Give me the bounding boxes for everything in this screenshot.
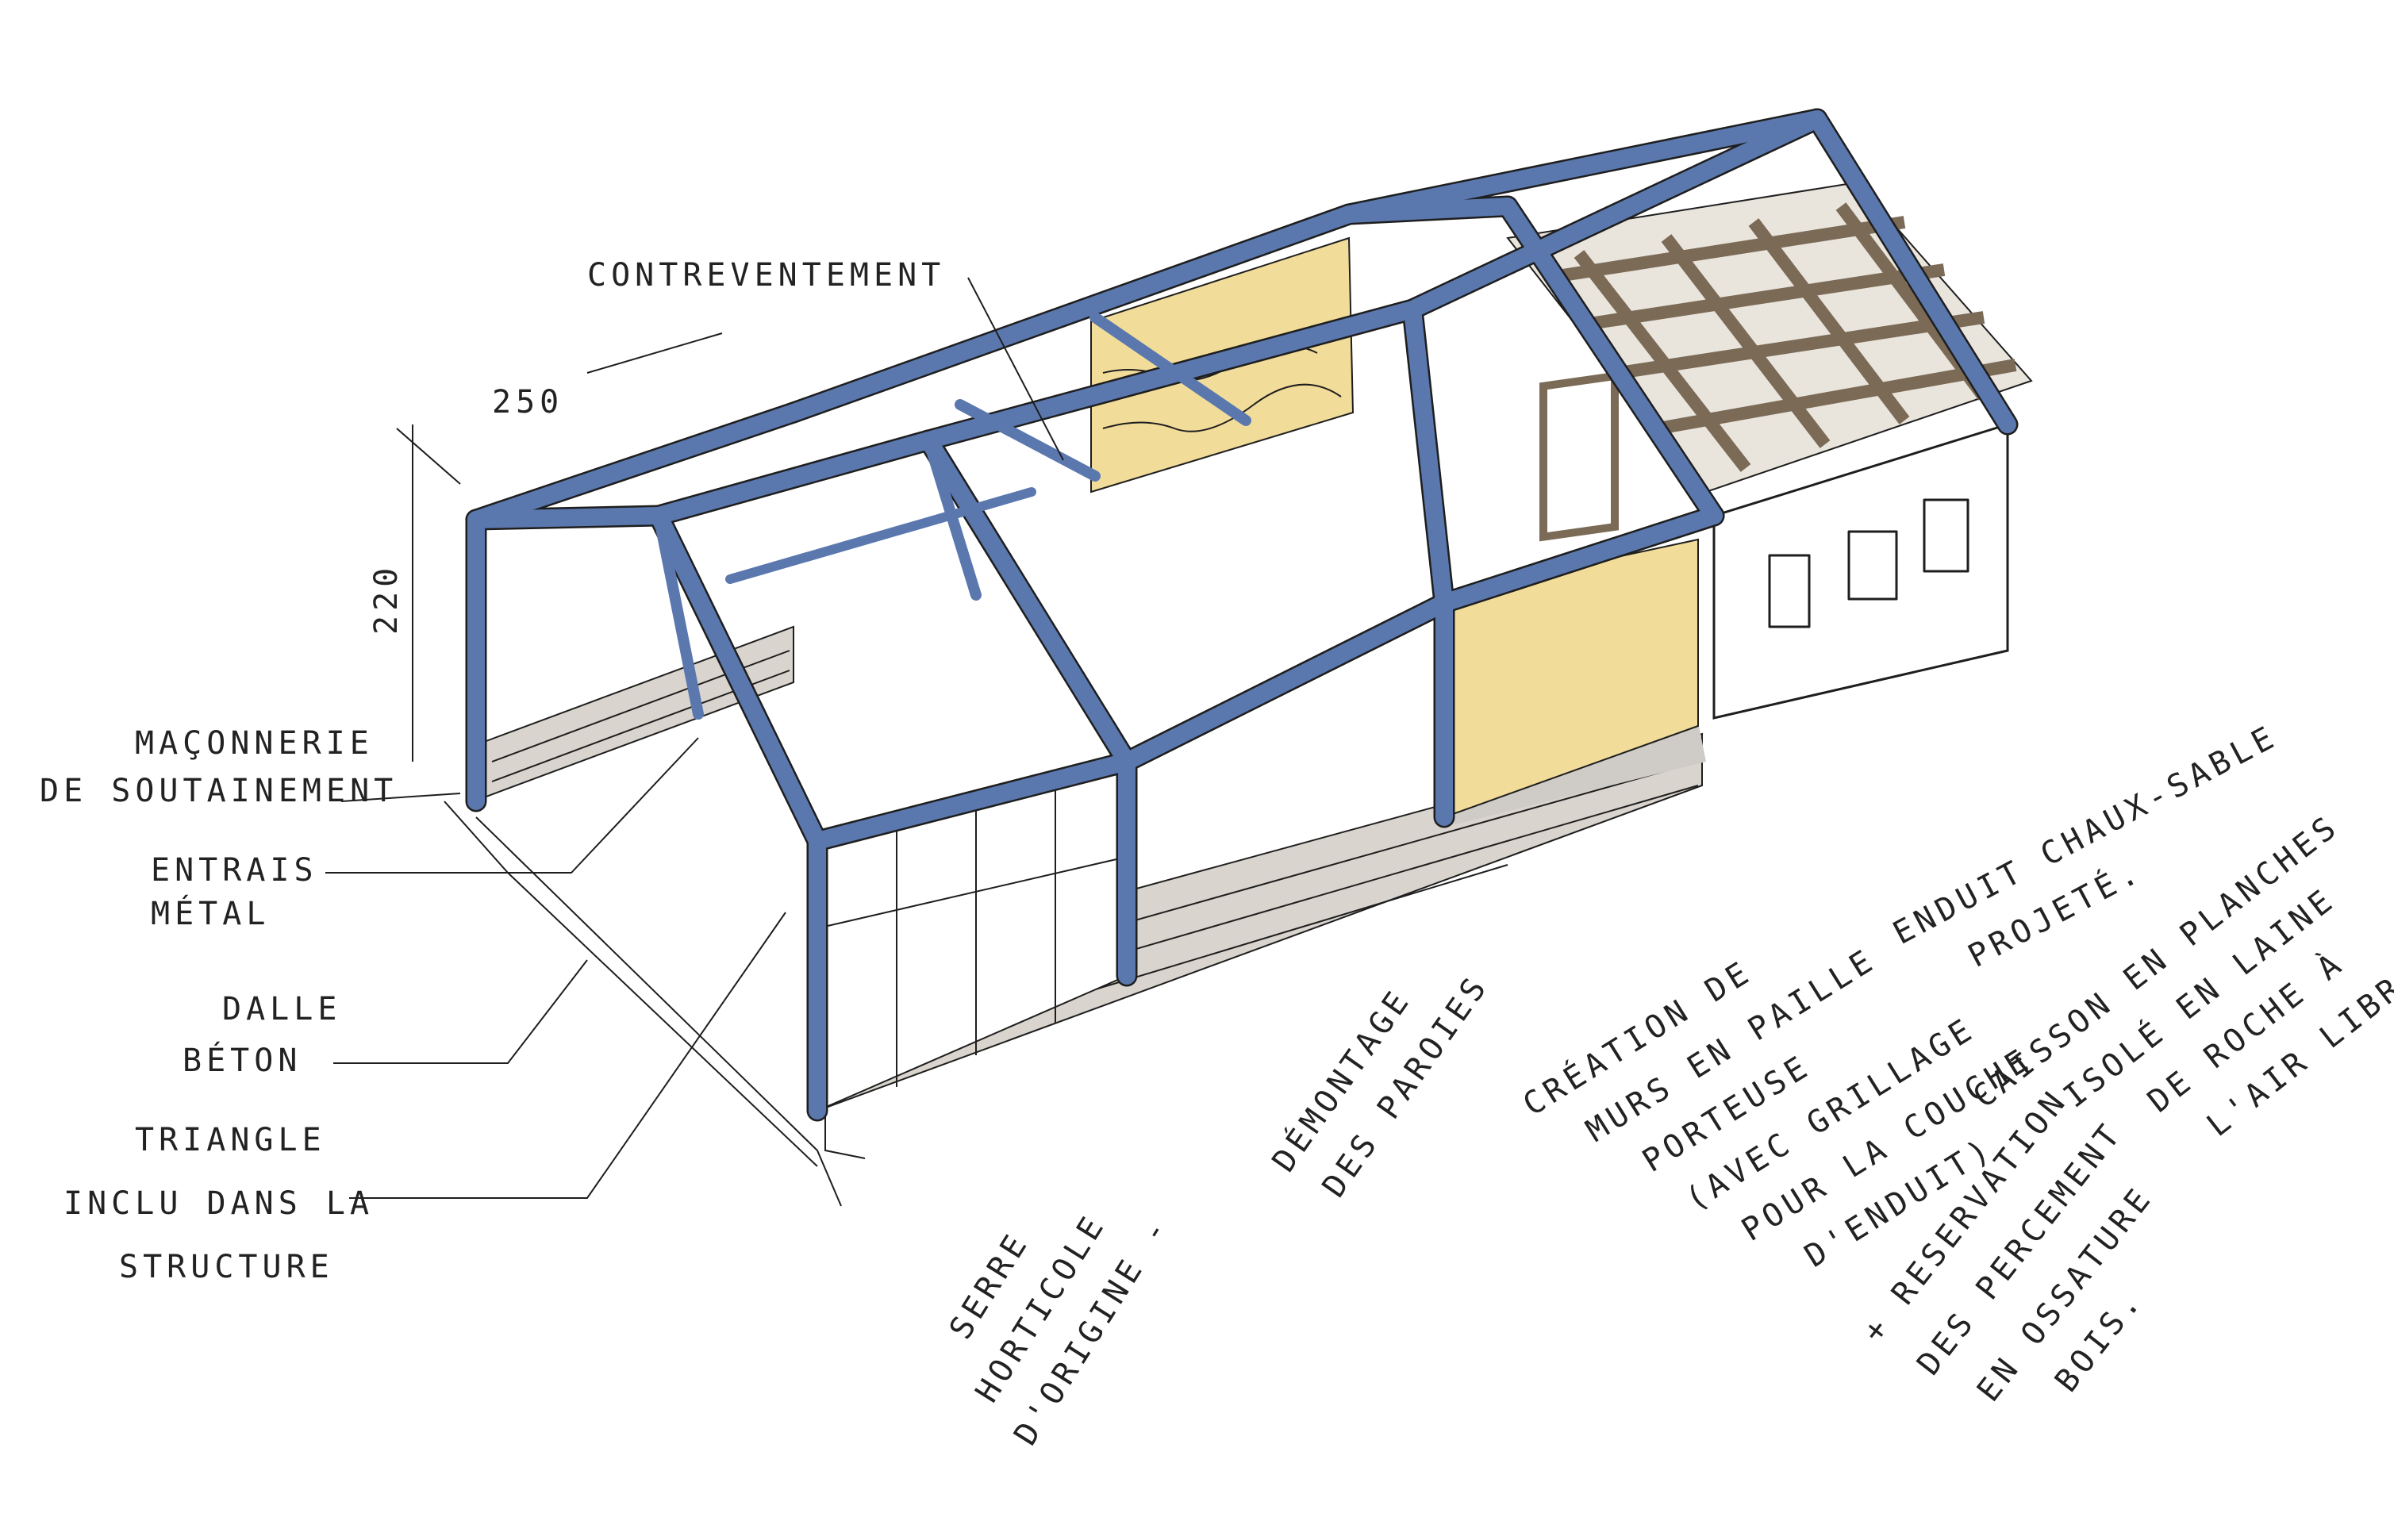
dimension-lines	[396, 332, 723, 762]
straw-wall-front	[1439, 371, 1699, 819]
label-entrais-2: MÉTAL	[151, 894, 270, 932]
label-maconnerie-2: DE SOUTAINEMENT	[40, 773, 398, 809]
label-triangle-3: STRUCTURE	[119, 1249, 334, 1285]
label-dim-height: 220	[368, 563, 405, 635]
wooden-window-frame	[1539, 371, 1619, 542]
label-triangle-1: TRIANGLE	[135, 1122, 326, 1158]
label-entrais-1: ENTRAIS	[151, 852, 318, 889]
label-dalle-1: DALLE	[222, 991, 341, 1027]
label-dalle-2: BÉTON	[183, 1041, 302, 1079]
label-contreventement: CONTREVENTEMENT	[587, 257, 945, 294]
label-dim-width: 250	[492, 384, 563, 421]
label-maconnerie-1: MAÇONNERIE	[135, 725, 374, 762]
steel-frame	[465, 108, 2019, 1122]
leader-lines	[325, 277, 1064, 1199]
gable-end-wall	[1712, 422, 2009, 720]
label-triangle-2: INCLU DANS LA	[63, 1185, 374, 1222]
concrete-slab	[444, 801, 866, 1207]
glazed-gable	[817, 760, 1128, 1112]
